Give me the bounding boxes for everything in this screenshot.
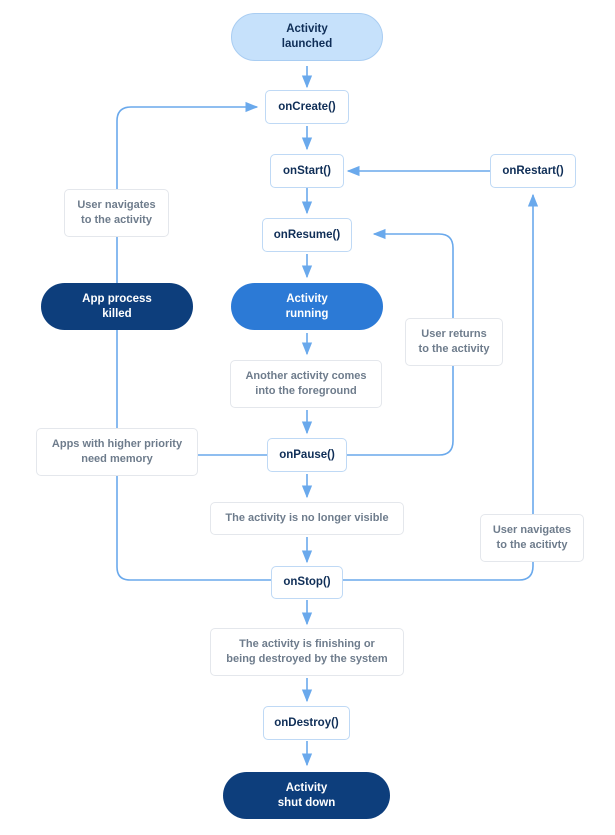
- activity-shut-down-state: Activity shut down: [223, 772, 390, 819]
- note-user-navigates-to-activity: User navigates to the activity: [64, 189, 169, 237]
- connector-onstop-to-onrestart: [343, 193, 539, 581]
- app-process-killed-state: App process killed: [41, 283, 193, 330]
- onpause-callback: onPause(): [267, 438, 347, 472]
- note-higher-priority-apps: Apps with higher priority need memory: [36, 428, 198, 476]
- onresume-callback: onResume(): [262, 218, 352, 252]
- note-user-returns: User returns to the activity: [405, 318, 503, 366]
- note-finishing-or-destroyed: The activity is finishing or being destr…: [210, 628, 404, 676]
- ondestroy-callback: onDestroy(): [263, 706, 350, 740]
- note-no-longer-visible: The activity is no longer visible: [210, 502, 404, 535]
- onstop-callback: onStop(): [271, 566, 343, 599]
- activity-running-state: Activity running: [231, 283, 383, 330]
- note-user-navigates-to-acitivty: User navigates to the acitivty: [480, 514, 584, 562]
- onstart-callback: onStart(): [270, 154, 344, 188]
- onrestart-callback: onRestart(): [490, 154, 576, 188]
- connector-onstop-left-loop: [116, 101, 272, 581]
- activity-launched-state: Activity launched: [231, 13, 383, 61]
- note-another-activity-foreground: Another activity comes into the foregrou…: [230, 360, 382, 408]
- oncreate-callback: onCreate(): [265, 90, 349, 124]
